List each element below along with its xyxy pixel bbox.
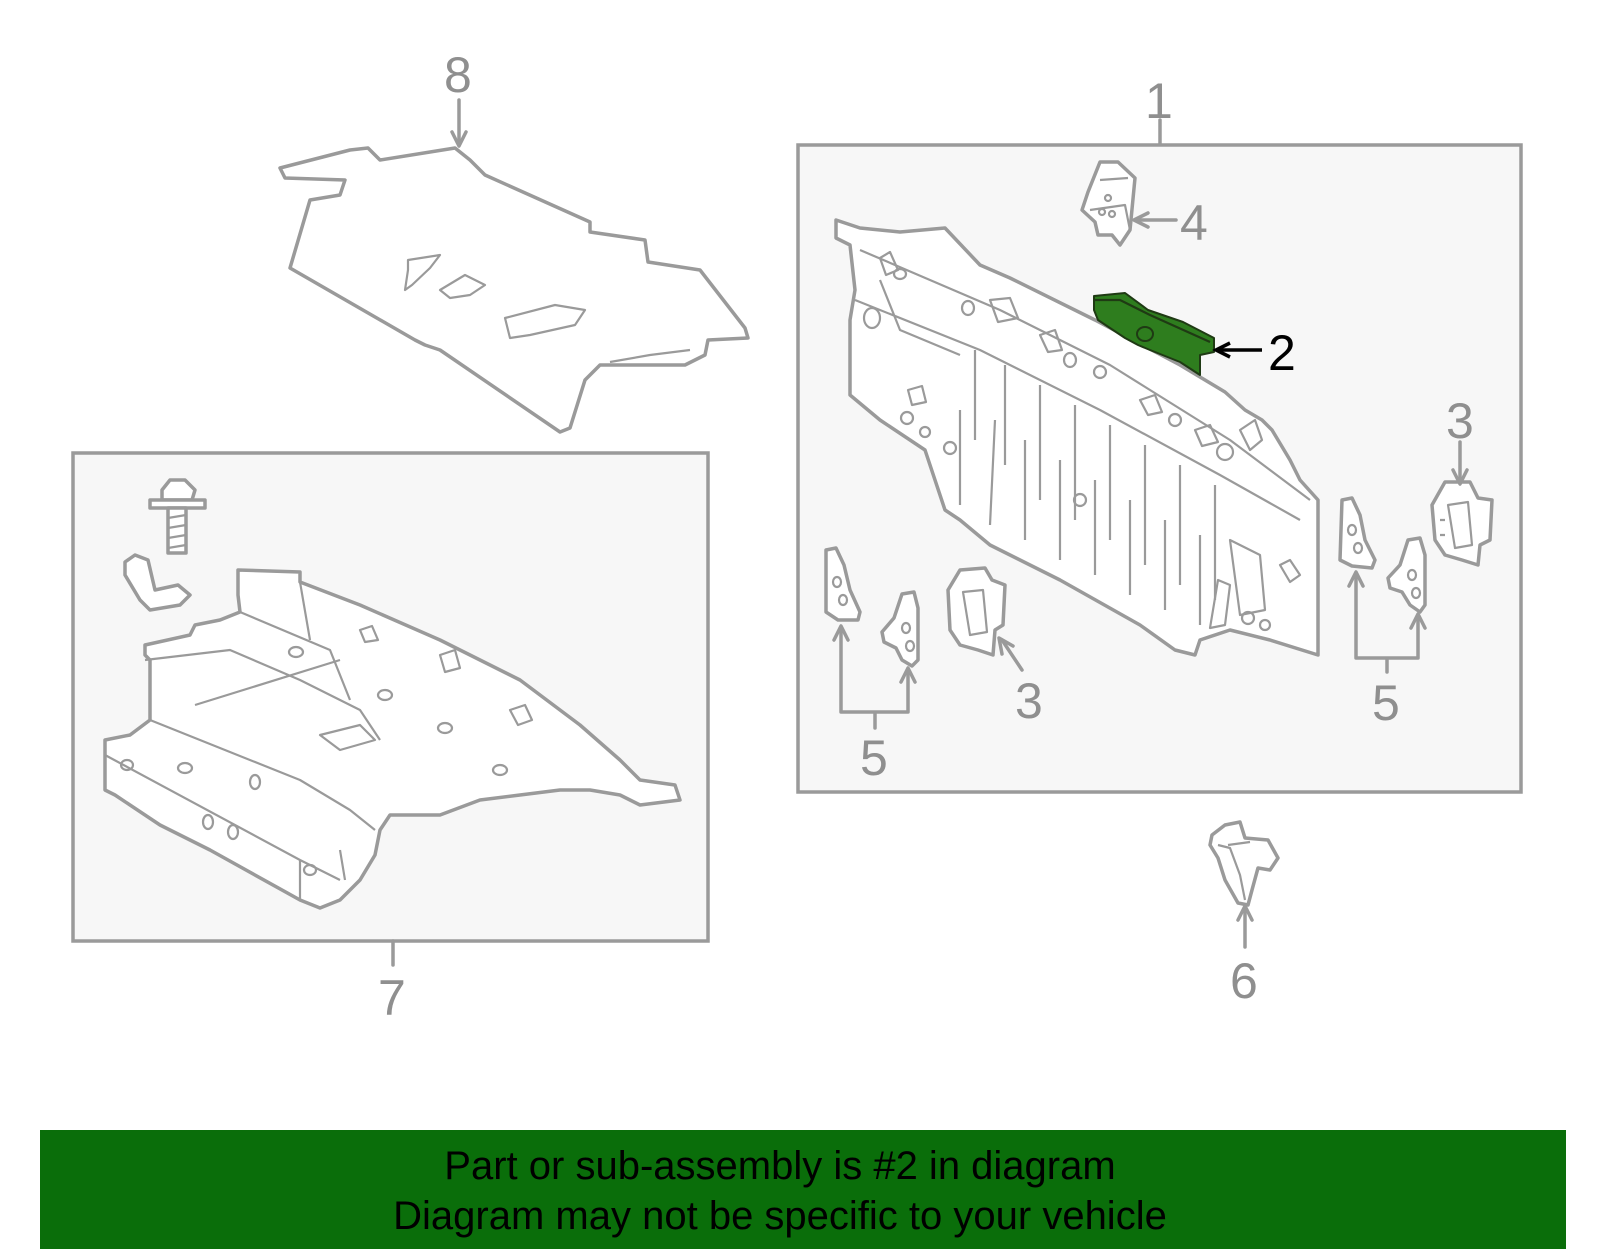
part-5-right-plates[interactable] [1338, 496, 1427, 614]
part-7-floor-pan[interactable] [103, 478, 682, 910]
part-1-rear-panel[interactable] [834, 218, 1320, 657]
info-banner: Part or sub-assembly is #2 in diagram Di… [40, 1130, 1566, 1249]
callout-1: 1 [1145, 73, 1173, 129]
part-5-left-plates[interactable] [824, 546, 920, 668]
callout-5-right: 5 [1372, 675, 1400, 731]
arrowhead-5-right-a [1347, 570, 1365, 588]
callout-4: 4 [1180, 195, 1208, 251]
arrowhead-8 [450, 130, 468, 148]
part-6-bracket[interactable] [1208, 820, 1280, 907]
callout-6: 6 [1230, 953, 1258, 1009]
callout-3-left: 3 [1015, 673, 1043, 729]
arrowhead-4 [1132, 211, 1150, 229]
part-8-shelf[interactable] [278, 146, 750, 434]
callout-2: 2 [1268, 325, 1296, 381]
leader-5-left [839, 626, 910, 730]
part-2-hole [1136, 326, 1154, 342]
leader-3-left [1000, 638, 1024, 672]
part-4-bracket[interactable] [1080, 160, 1137, 247]
arrowhead-5-left-a [832, 624, 850, 642]
leader-5-right [1354, 572, 1420, 674]
arrowhead-5-right-b [1409, 612, 1427, 630]
callout-7: 7 [378, 970, 406, 1026]
arrowhead-6 [1236, 904, 1254, 922]
banner-line-1: Part or sub-assembly is #2 in diagram [444, 1144, 1116, 1188]
banner-line-2: Diagram may not be specific to your vehi… [393, 1194, 1167, 1238]
arrowhead-3-left [997, 636, 1015, 656]
callout-5-left: 5 [860, 730, 888, 786]
arrowhead-5-left-b [899, 666, 917, 684]
bolt-icon [148, 478, 207, 555]
callout-8: 8 [444, 47, 472, 103]
arrowhead-3-right [1451, 468, 1469, 486]
arrowhead-2 [1212, 341, 1231, 359]
part-2-reinforcement[interactable] [1093, 292, 1215, 376]
part-3-left-bracket[interactable] [946, 566, 1007, 657]
callout-3-right: 3 [1446, 393, 1474, 449]
part-3-right-bracket[interactable] [1430, 480, 1494, 567]
